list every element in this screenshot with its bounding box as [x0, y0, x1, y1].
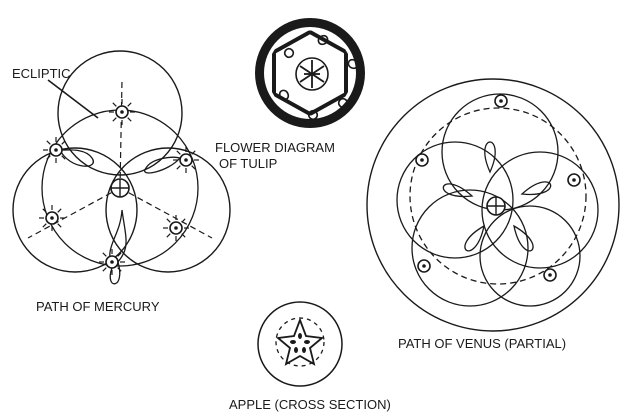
- mercury-planet-icon: [109, 99, 135, 125]
- ecliptic-label: ECLIPTIC: [12, 66, 71, 81]
- mercury-planet-icon: [39, 205, 65, 231]
- ecliptic-pointer-line: [48, 80, 98, 118]
- mercury-orbit-circle: [13, 148, 137, 272]
- mercury-planet-icon: [163, 215, 189, 241]
- mercury-planet-icon: [99, 249, 125, 275]
- apple-diagram: [258, 302, 342, 386]
- venus-planet-icon: [544, 269, 556, 281]
- mercury-caption: PATH OF MERCURY: [36, 299, 160, 314]
- apple-caption: APPLE (CROSS SECTION): [229, 397, 391, 412]
- mercury-orbit-circle: [106, 148, 230, 272]
- mercury-planet-icon: [173, 147, 199, 173]
- venus-planet-icon: [418, 260, 430, 272]
- venus-planet-icon: [568, 174, 580, 186]
- venus-planet-icon: [495, 95, 507, 107]
- venus-sun-symbol: [487, 197, 505, 215]
- venus-symbols: [416, 95, 580, 281]
- mercury-sun-symbol: [111, 179, 129, 197]
- venus-caption: PATH OF VENUS (PARTIAL): [398, 336, 566, 351]
- apple-core-star: [278, 320, 322, 364]
- venus-planet-icon: [416, 154, 428, 166]
- mercury-planet-icon: [43, 137, 69, 163]
- tulip-label-line1: FLOWER DIAGRAM: [215, 140, 335, 155]
- tulip-diagram: [255, 18, 365, 128]
- mercury-diagram: [13, 51, 230, 284]
- venus-dashed-orbit: [410, 108, 586, 284]
- tulip-label-line2: OF TULIP: [219, 156, 277, 171]
- apple-outer-skin: [258, 302, 342, 386]
